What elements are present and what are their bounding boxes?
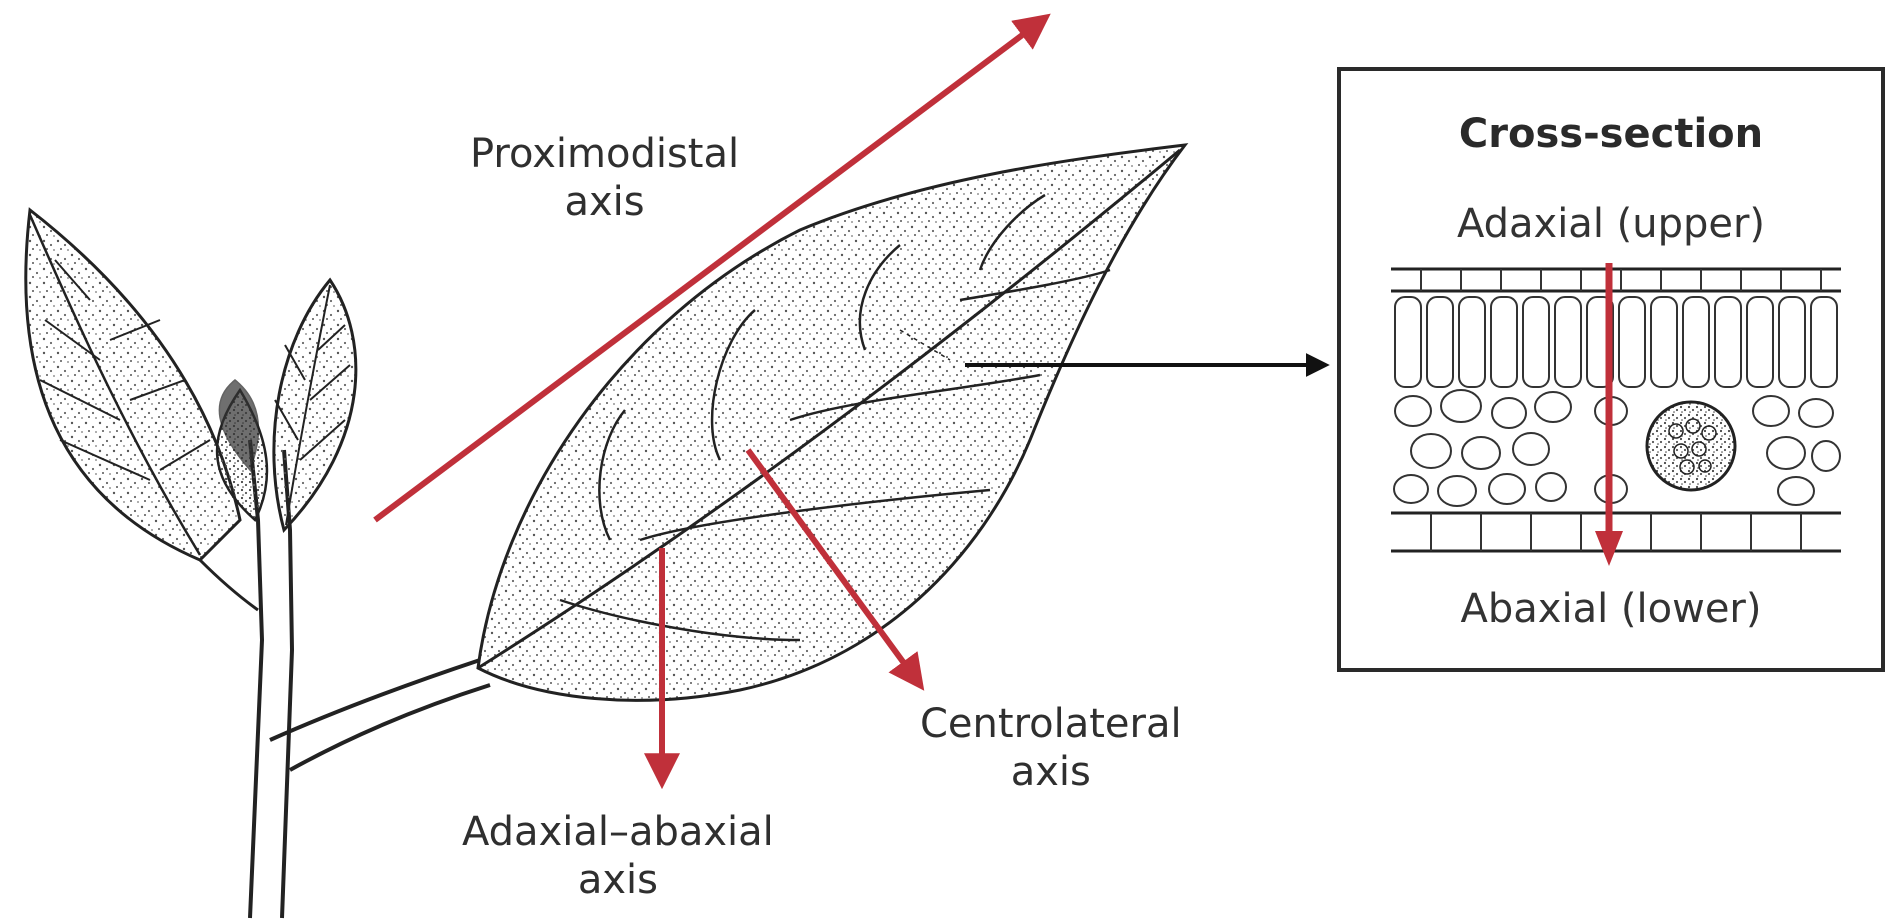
adaxial-abaxial-label-line1: Adaxial–abaxial: [462, 808, 774, 856]
centrolateral-label-line1: Centrolateral: [920, 700, 1182, 748]
adaxial-abaxial-label-line2: axis: [462, 856, 774, 904]
cross-section-panel: Cross-section Adaxial (upper): [1337, 67, 1885, 672]
right-small-leaf: [274, 280, 356, 530]
centrolateral-label-line2: axis: [920, 748, 1182, 796]
centrolateral-label: Centrolateral axis: [920, 700, 1182, 796]
leaf-cross-section-illustration: [1391, 261, 1841, 571]
proximodistal-label-line1: Proximodistal: [470, 130, 739, 178]
proximodistal-label: Proximodistal axis: [470, 130, 739, 226]
cross-section-title: Cross-section: [1341, 111, 1881, 157]
big-leaf: [478, 145, 1185, 700]
adaxial-abaxial-label: Adaxial–abaxial axis: [462, 808, 774, 904]
adaxial-upper-label: Adaxial (upper): [1341, 201, 1881, 247]
abaxial-lower-label: Abaxial (lower): [1341, 586, 1881, 632]
proximodistal-label-line2: axis: [470, 178, 739, 226]
